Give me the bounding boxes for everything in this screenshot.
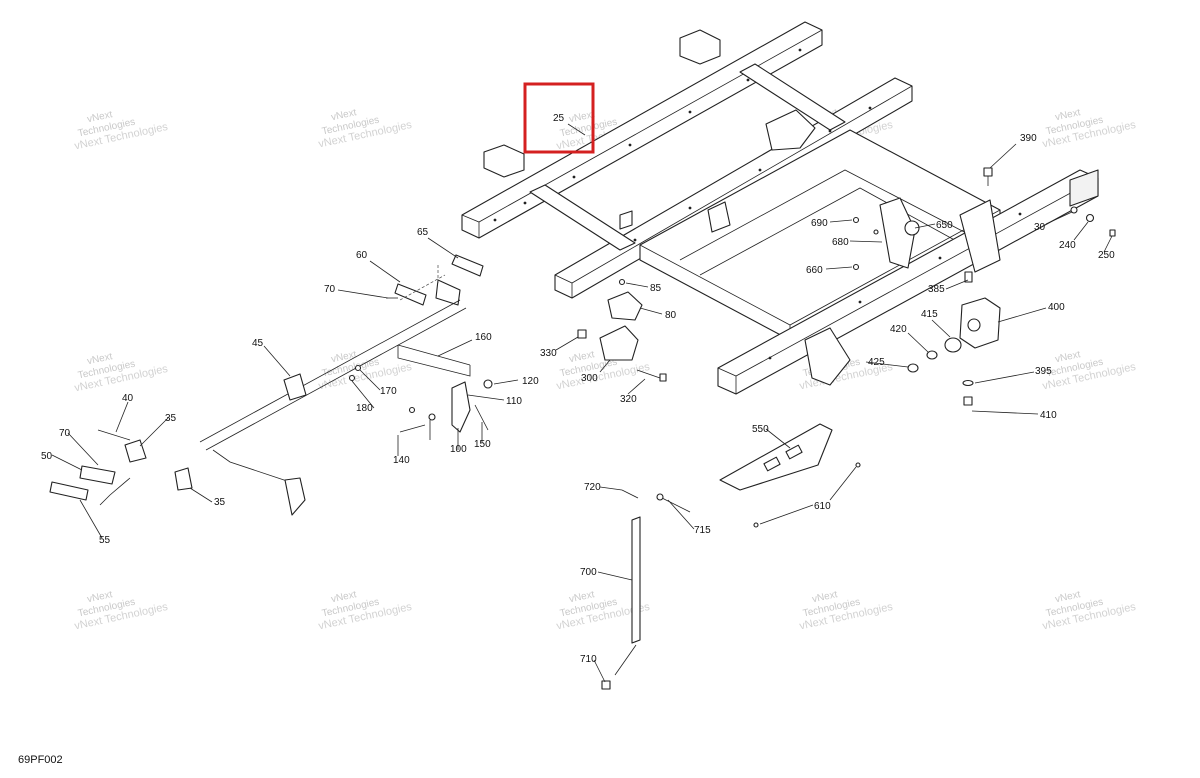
callout-410: 410 bbox=[1040, 410, 1057, 421]
main-frame-25 bbox=[461, 21, 1099, 395]
callout-320: 320 bbox=[620, 394, 637, 405]
callout-labels: 25 390 690 650 680 660 30 240 250 65 60 … bbox=[41, 113, 1115, 665]
watermark-group: vNext Technologies vNext Technologies vN… bbox=[73, 107, 1137, 632]
callout-700: 700 bbox=[580, 567, 597, 578]
callout-680: 680 bbox=[832, 237, 849, 248]
callout-40: 40 bbox=[122, 393, 134, 404]
callout-610: 610 bbox=[814, 501, 831, 512]
callout-400: 400 bbox=[1048, 302, 1065, 313]
watermark-line1: vNext bbox=[1054, 107, 1082, 123]
callout-120: 120 bbox=[522, 376, 539, 387]
watermark-line1: vNext bbox=[568, 109, 596, 125]
callout-70: 70 bbox=[324, 284, 336, 295]
callout-60: 60 bbox=[356, 250, 368, 261]
callout-690: 690 bbox=[811, 218, 828, 229]
callout-385: 385 bbox=[928, 284, 945, 295]
callout-425: 425 bbox=[868, 357, 885, 368]
callout-45: 45 bbox=[252, 338, 264, 349]
watermark-line1: vNext bbox=[811, 589, 839, 605]
callout-150: 150 bbox=[474, 439, 491, 450]
callout-660: 660 bbox=[806, 265, 823, 276]
watermark-line1: vNext bbox=[330, 589, 358, 605]
callout-180: 180 bbox=[356, 403, 373, 414]
watermark-line1: vNext bbox=[330, 349, 358, 365]
callout-160: 160 bbox=[475, 332, 492, 343]
callout-250: 250 bbox=[1098, 250, 1115, 261]
small-parts bbox=[49, 167, 1116, 690]
watermark-line1: vNext bbox=[330, 107, 358, 123]
callout-415: 415 bbox=[921, 309, 938, 320]
watermark-line1: vNext bbox=[568, 349, 596, 365]
document-code: 69PF002 bbox=[18, 754, 63, 766]
watermark-line1: vNext bbox=[1054, 589, 1082, 605]
highlight-box bbox=[523, 82, 595, 154]
callout-240: 240 bbox=[1059, 240, 1076, 251]
watermark-line1: vNext bbox=[86, 109, 114, 125]
callout-420: 420 bbox=[890, 324, 907, 335]
callout-30: 30 bbox=[1034, 222, 1046, 233]
watermark-line1: vNext bbox=[1054, 349, 1082, 365]
callout-70: 70 bbox=[59, 428, 71, 439]
callout-85: 85 bbox=[650, 283, 662, 294]
callout-100: 100 bbox=[450, 444, 467, 455]
callout-35: 35 bbox=[214, 497, 226, 508]
callout-330: 330 bbox=[540, 348, 557, 359]
callout-650: 650 bbox=[936, 220, 953, 231]
callout-300: 300 bbox=[581, 373, 598, 384]
callout-140: 140 bbox=[393, 455, 410, 466]
callout-80: 80 bbox=[665, 310, 677, 321]
callout-720: 720 bbox=[584, 482, 601, 493]
callout-50: 50 bbox=[41, 451, 53, 462]
callout-395: 395 bbox=[1035, 366, 1052, 377]
watermark-line1: vNext bbox=[86, 351, 114, 367]
callout-55: 55 bbox=[99, 535, 111, 546]
callout-170: 170 bbox=[380, 386, 397, 397]
callout-550: 550 bbox=[752, 424, 769, 435]
watermark-line1: vNext bbox=[86, 589, 114, 605]
callout-390: 390 bbox=[1020, 133, 1037, 144]
callout-35: 35 bbox=[165, 413, 177, 424]
callout-715: 715 bbox=[694, 525, 711, 536]
callout-65: 65 bbox=[417, 227, 429, 238]
leader-lines bbox=[51, 123, 1113, 683]
watermark-line1: vNext bbox=[568, 589, 596, 605]
callout-25: 25 bbox=[553, 113, 565, 124]
callout-110: 110 bbox=[506, 396, 522, 407]
callout-710: 710 bbox=[580, 654, 597, 665]
